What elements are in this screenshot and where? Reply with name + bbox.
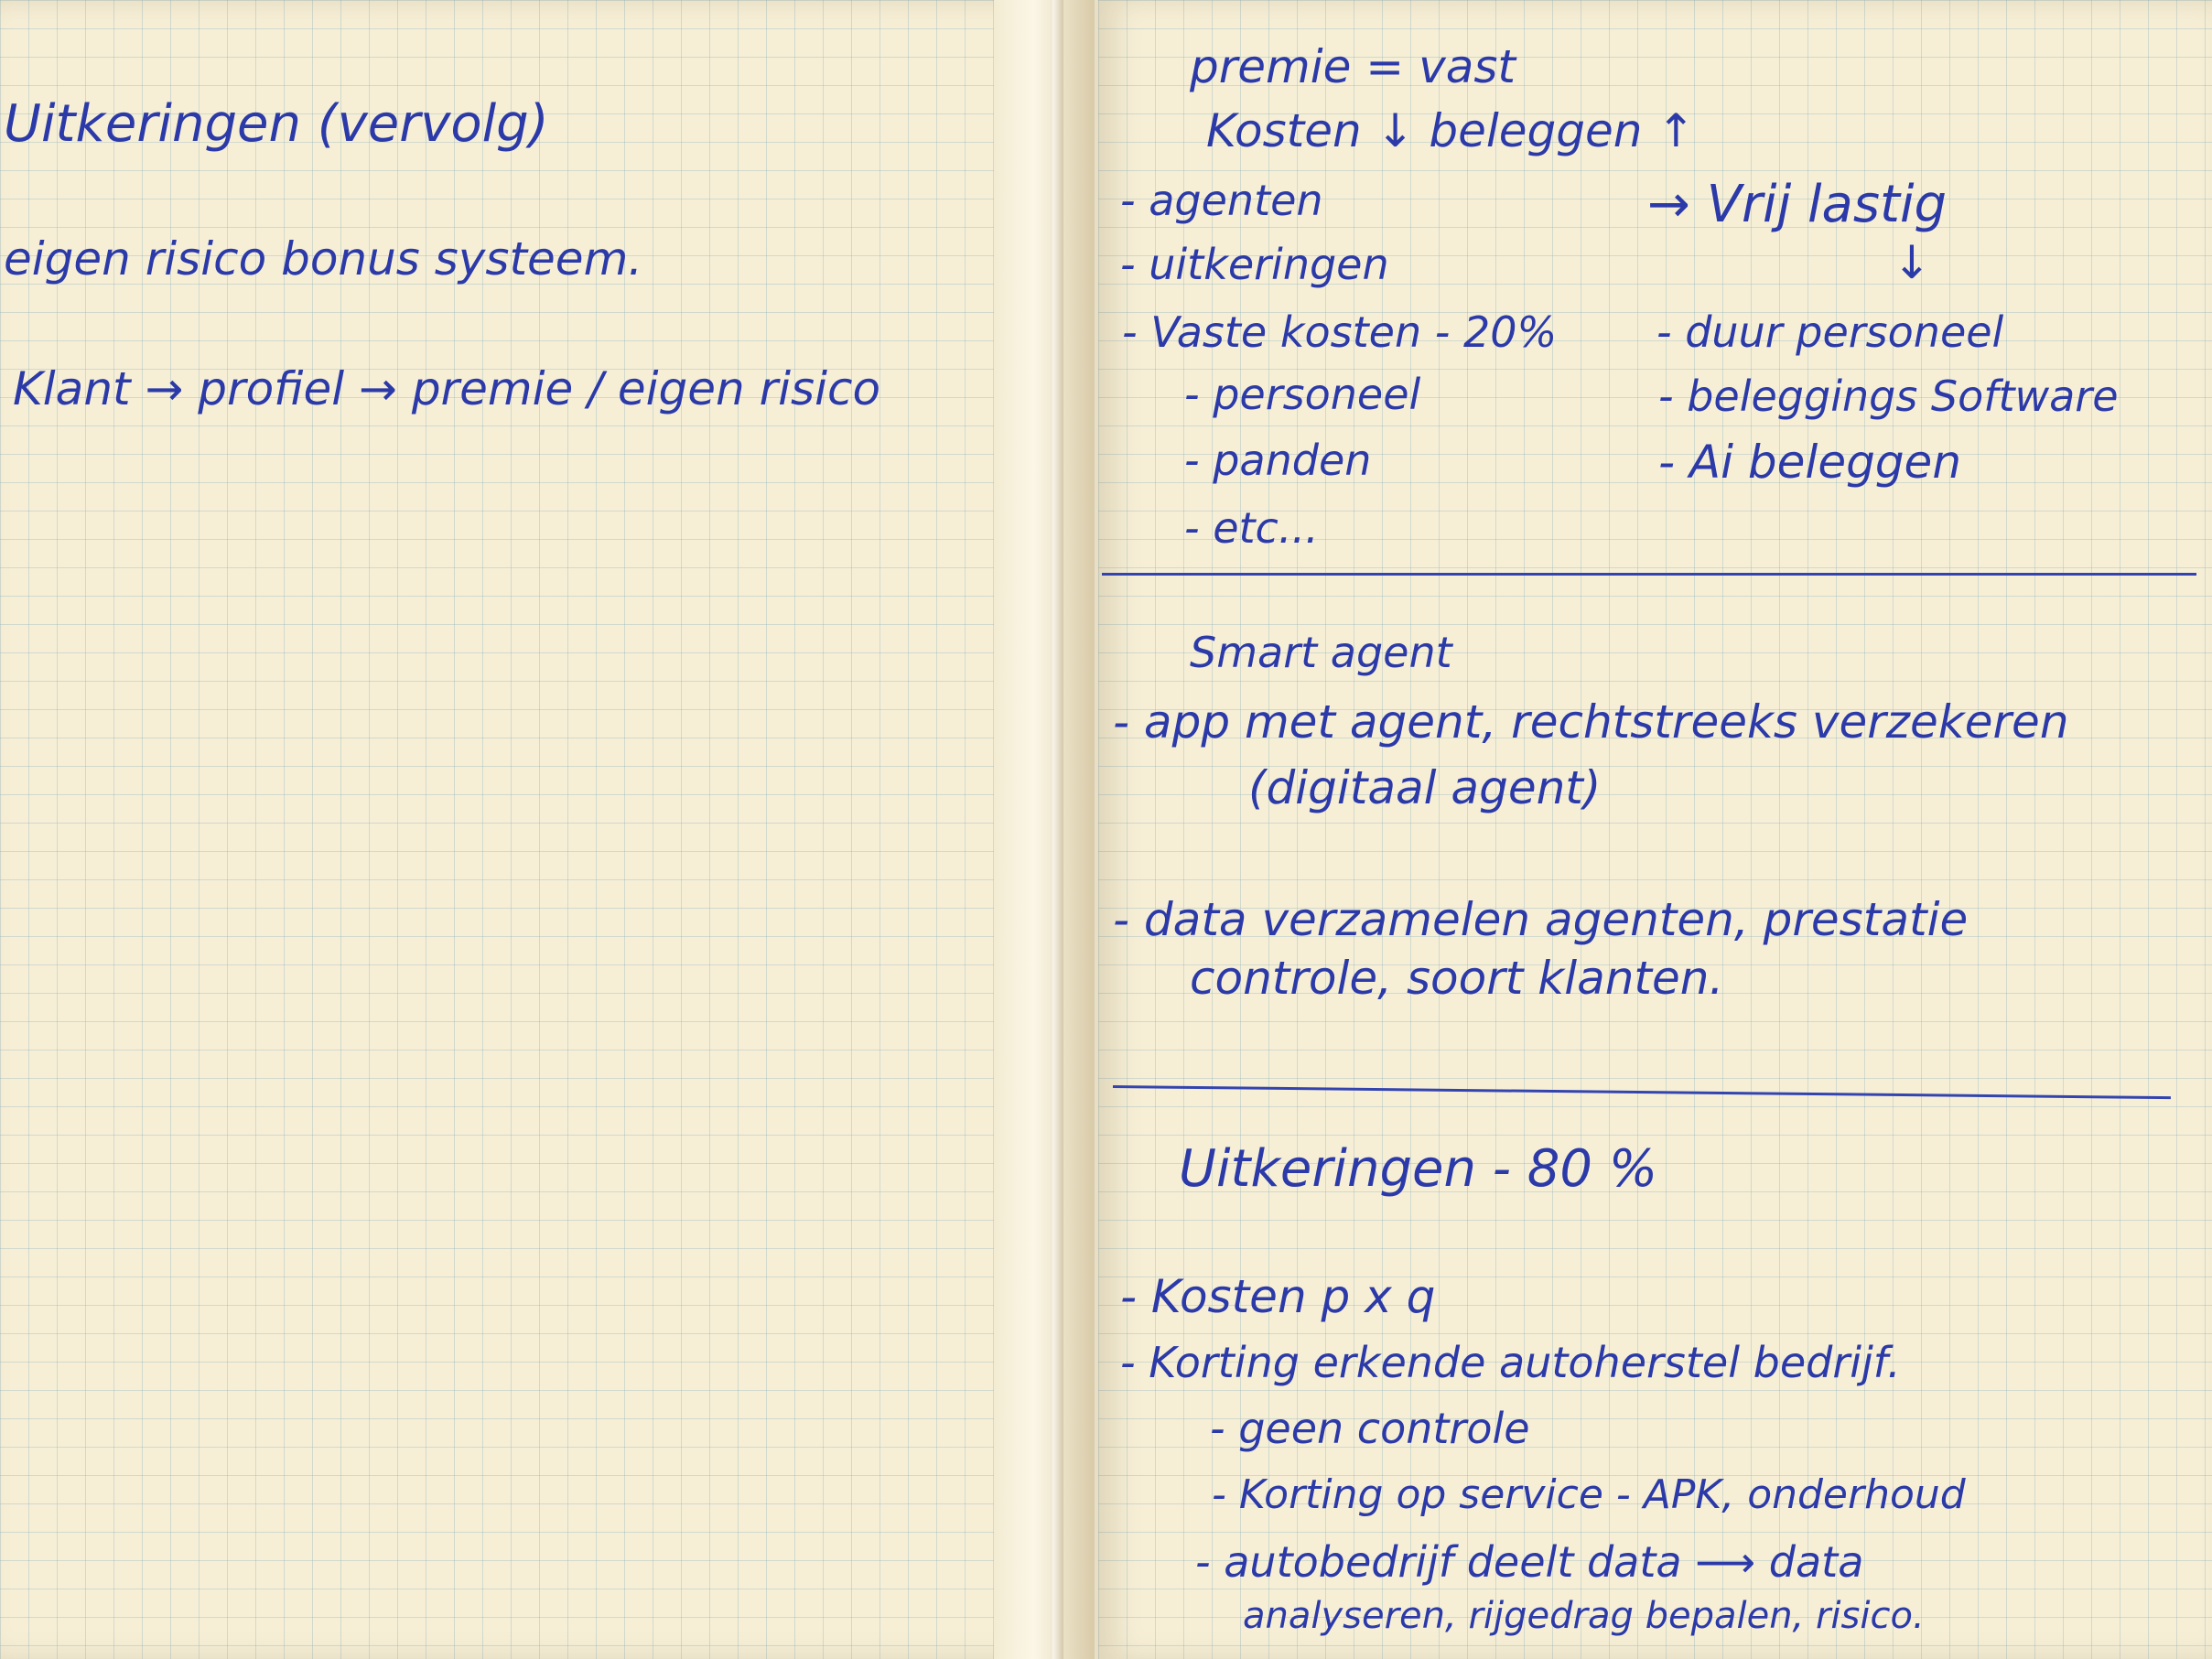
invest-item-beleggings-software: - beleggings Software <box>1658 372 2119 421</box>
uitkeringen-item-korting-erkende: - Korting erkende autoherstel bedrijf. <box>1120 1338 1901 1387</box>
uitkeringen-subitem-autobedrijf: - autobedrijf deelt data ⟶ data <box>1195 1537 1864 1587</box>
cost-item-vaste-kosten: - Vaste kosten - 20% <box>1122 307 1558 357</box>
uitkeringen-subitem-geen-controle: - geen controle <box>1210 1404 1530 1453</box>
smart-agent-bullet-data: - data verzamelen agenten, prestatie <box>1113 893 1969 946</box>
uitkeringen-item-kosten: - Kosten p x q <box>1120 1270 1436 1323</box>
invest-item-ai-beleggen: - Ai beleggen <box>1658 436 1962 489</box>
uitkeringen-subitem-analyseren: analyseren, rijgedrag bepalen, risico. <box>1243 1595 1925 1637</box>
smart-agent-bullet-app: - app met agent, rechtstreeks verzekeren <box>1113 695 2069 749</box>
cost-subitem-panden: - panden <box>1184 436 1372 485</box>
smart-agent-bullet-data-cont: controle, soort klanten. <box>1190 952 1724 1005</box>
cost-subitem-personeel: - personeel <box>1184 370 1421 419</box>
smart-agent-bullet-app-cont: (digitaal agent) <box>1248 761 1602 814</box>
left-notebook-page <box>0 0 1087 1659</box>
smart-agent-heading: Smart agent <box>1190 628 1452 677</box>
invest-item-duur-personeel: - duur personeel <box>1656 307 2004 357</box>
page-fold <box>1052 0 1063 1659</box>
cost-item-agenten: - agenten <box>1120 176 1323 225</box>
kosten-beleggen-heading: Kosten ↓ beleggen ↑ <box>1206 104 1696 157</box>
right-notebook-page <box>1098 0 2212 1659</box>
left-page-line-klant-profiel: Klant → profiel → premie / eigen risico <box>13 362 881 415</box>
left-page-line-eigen-risico: eigen risico bonus systeem. <box>4 232 643 285</box>
left-page-title: Uitkeringen (vervolg) <box>4 94 549 154</box>
uitkeringen-subitem-korting-service: - Korting op service - APK, onderhoud <box>1212 1471 1966 1518</box>
page-gutter <box>994 0 1095 1659</box>
uitkeringen-heading: Uitkeringen - 80 % <box>1179 1139 1658 1199</box>
lastig-note: → Vrij lastig <box>1647 175 1948 234</box>
cost-subitem-etc: - etc... <box>1184 503 1319 553</box>
premie-heading: premie = vast <box>1190 40 1516 93</box>
section-divider-1 <box>1102 573 2196 576</box>
down-arrow-icon: ↓ <box>1893 236 1931 289</box>
cost-item-uitkeringen: - uitkeringen <box>1120 240 1389 289</box>
